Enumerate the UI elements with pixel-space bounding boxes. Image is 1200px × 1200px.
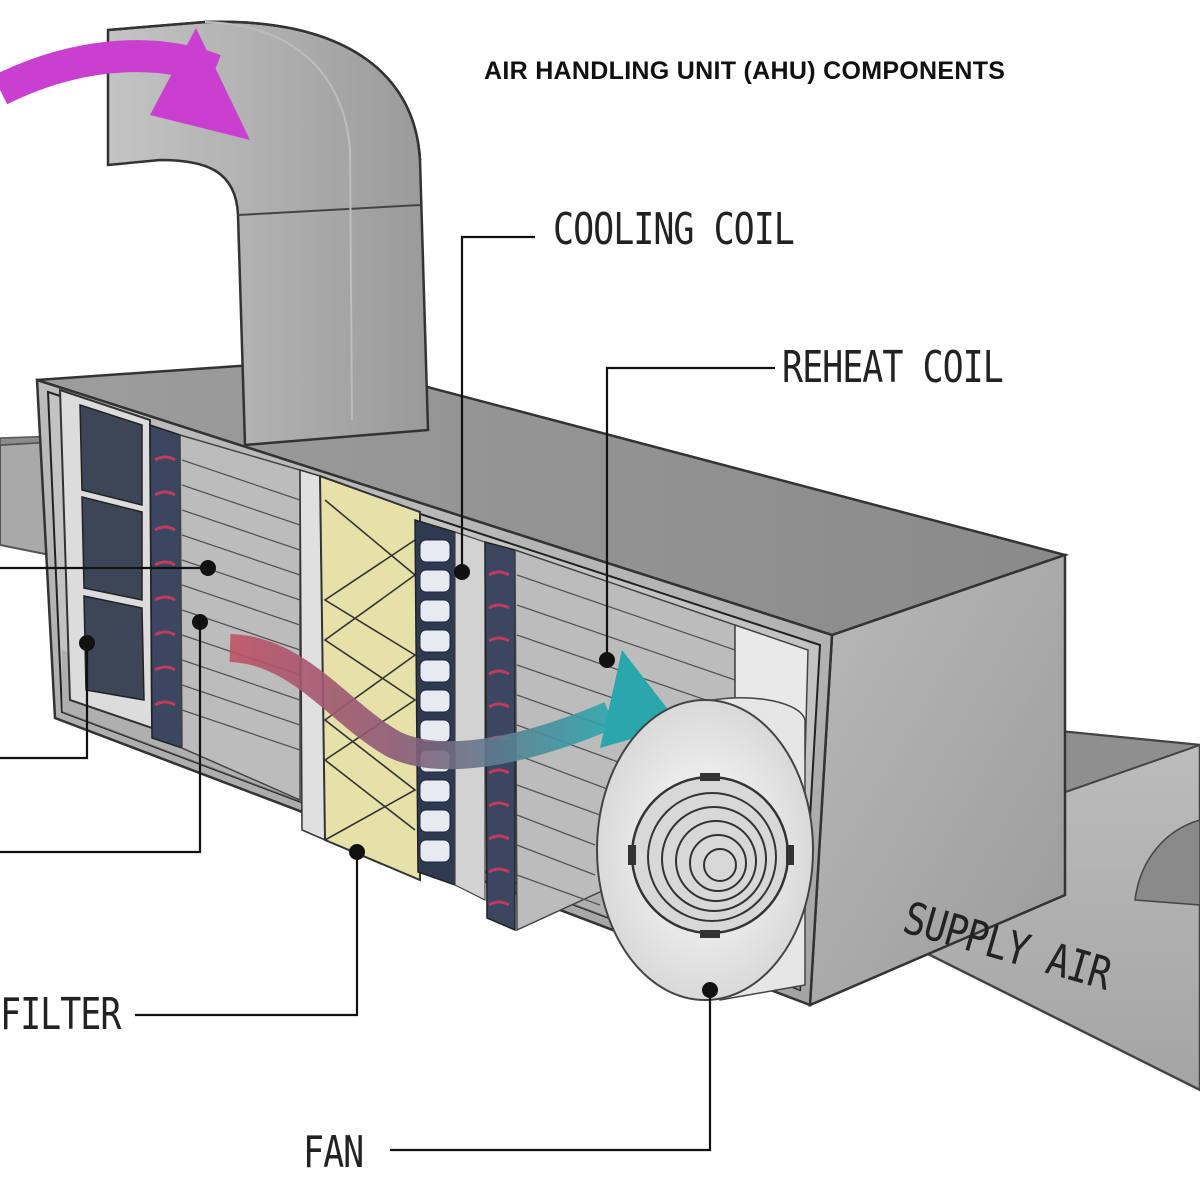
pre-filter bbox=[58, 388, 154, 730]
bag-filter bbox=[299, 468, 421, 882]
preheat-coil bbox=[149, 423, 301, 802]
return-air-arrow bbox=[0, 28, 250, 140]
label-reheat-coil: REHEAT COIL bbox=[782, 343, 1004, 393]
label-cooling-coil: COOLING COIL bbox=[553, 205, 795, 255]
supply-fan bbox=[596, 697, 814, 1001]
label-fan: FAN bbox=[303, 1128, 364, 1178]
diagram-title: AIR HANDLING UNIT (AHU) COMPONENTS bbox=[484, 57, 1006, 85]
leader-lines bbox=[0, 235, 775, 1152]
cooling-coil bbox=[414, 518, 486, 901]
intake-elbow-duct bbox=[106, 20, 430, 447]
label-filter: FILTER bbox=[0, 990, 121, 1040]
leader-dots bbox=[79, 560, 718, 998]
